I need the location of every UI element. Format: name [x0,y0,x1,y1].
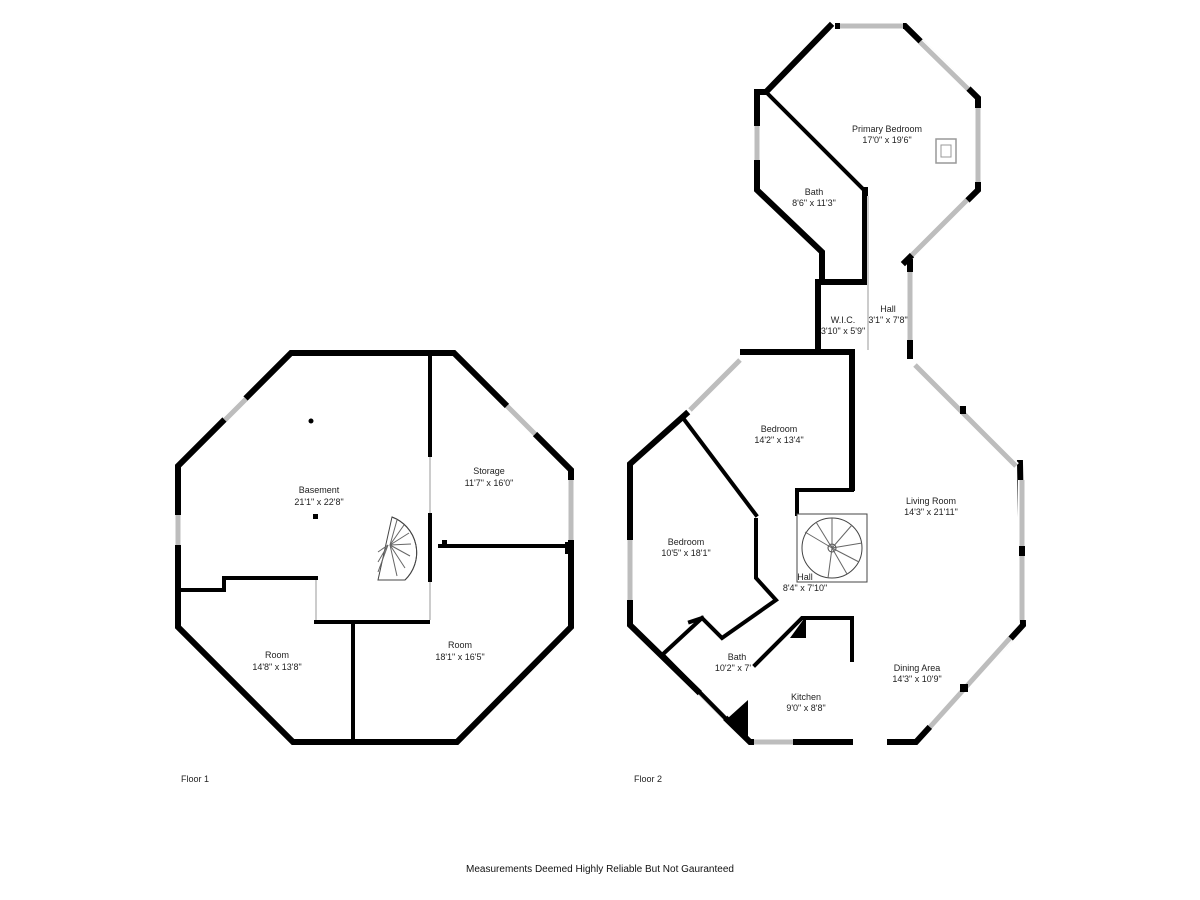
room-name: Bedroom [668,537,705,547]
room-name: Room [265,650,289,660]
room-dimensions: 8'4" x 7'10" [783,583,827,593]
room-name: Dining Area [894,663,941,673]
window [223,397,248,422]
spiral-staircase [377,516,418,581]
floor-1-plan: Basement 21'1" x 22'8" Storage 11'7" x 1… [174,350,575,784]
room-dimensions: 8'6" x 11'3" [792,198,836,208]
floor-label: Floor 2 [634,774,662,784]
window [928,636,1012,729]
window [910,198,969,257]
window [913,363,1018,468]
room-dimensions: 11'7" x 16'0" [465,478,514,488]
room-dimensions: 10'5" x 18'1" [661,548,710,558]
room-name: Bedroom [761,424,798,434]
window [505,404,537,436]
window [918,40,970,91]
interior-wall [178,576,318,592]
room-name: Storage [473,466,505,476]
room-name: Bath [805,187,824,197]
interior-wall [763,89,867,193]
room-dimensions: 18'1" x 16'5" [435,652,484,662]
room-name: Hall [797,572,813,582]
floor-2-plan: Primary Bedroom 17'0" x 19'6" Bath 8'6" … [626,21,1027,784]
room-dimensions: 14'8" x 13'8" [252,662,301,672]
window [688,358,742,412]
floor-label: Floor 1 [181,774,209,784]
room-name: Primary Bedroom [852,124,922,134]
room-name: Bath [728,652,747,662]
room-dimensions: 9'0" x 8'8" [786,703,825,713]
room-dimensions: 3'1" x 7'8" [868,315,907,325]
disclaimer-footer: Measurements Deemed Highly Reliable But … [466,864,734,875]
room-dimensions: 21'1" x 22'8" [294,497,343,507]
room-name: Living Room [906,496,956,506]
room-dimensions: 14'3" x 21'11" [904,507,958,517]
room-dimensions: 14'2" x 13'4" [754,435,803,445]
room-name: W.I.C. [831,315,856,325]
room-dimensions: 14'3" x 10'9" [892,674,941,684]
room-name: Hall [880,304,896,314]
room-name: Room [448,640,472,650]
room-dimensions: 3'10" x 5'9" [821,326,865,336]
room-name: Kitchen [791,692,821,702]
room-name: Basement [299,485,340,495]
room-dimensions: 10'2" x 7' [715,663,751,673]
spiral-staircase [796,513,868,583]
floor-2-upper-wall [754,21,868,285]
room-dimensions: 17'0" x 19'6" [862,135,911,145]
